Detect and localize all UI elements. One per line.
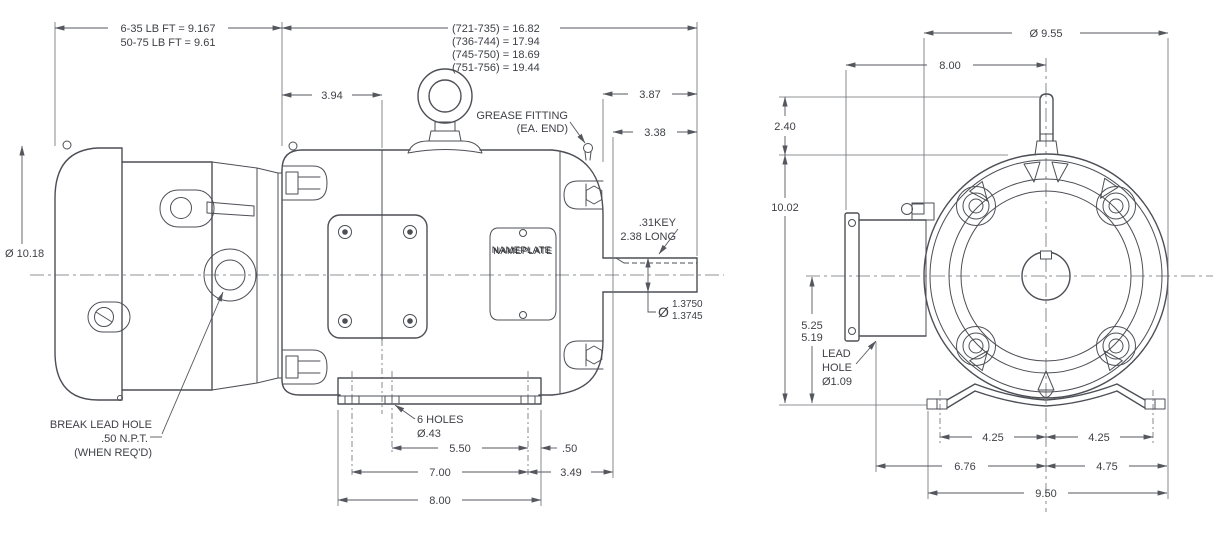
bolt-lug bbox=[957, 187, 996, 226]
tie-rod-lug-front-bottom bbox=[283, 350, 327, 384]
end-dimensions: Ø 9.55 8.00 2.40 10.02 5.25 5.19 LEAD HO… bbox=[771, 28, 1169, 500]
bolt-lug bbox=[957, 327, 996, 366]
dim-frame-length-745: (745-750) = 18.69 bbox=[452, 49, 540, 61]
dim-frame-length-721: (721-735) = 16.82 bbox=[452, 23, 540, 35]
conduit-box bbox=[845, 203, 934, 341]
dim-525: 5.25 bbox=[801, 320, 822, 332]
tie-rod-lug-rear-bottom bbox=[564, 341, 603, 369]
dim-700: 7.00 bbox=[429, 467, 450, 479]
dim-676: 6.76 bbox=[954, 461, 975, 473]
grease-fitting bbox=[584, 144, 593, 161]
dim-394: 3.94 bbox=[321, 90, 342, 102]
eyebolt-stud bbox=[1035, 94, 1058, 155]
side-view: NAMEPLATE NAMEPLATE bbox=[5, 22, 724, 507]
vent-fitting bbox=[902, 204, 925, 215]
label-lead-hole: HOLE bbox=[822, 362, 852, 374]
dim-c-face-length: 6-35 LB FT = 9.167 bbox=[121, 23, 216, 35]
bolt-lug bbox=[1097, 327, 1136, 366]
nameplate: NAMEPLATE NAMEPLATE bbox=[490, 228, 556, 320]
dim-c-face-length-2: 50-75 LB FT = 9.61 bbox=[121, 37, 216, 49]
nameplate-text: NAMEPLATE bbox=[493, 246, 553, 257]
dim-519: 5.19 bbox=[801, 332, 822, 344]
brake-release-lever bbox=[160, 190, 254, 227]
nameplate-text-overstrike: NAMEPLATE bbox=[492, 245, 552, 256]
brake-screw bbox=[88, 302, 130, 332]
shaft-end bbox=[1022, 251, 1070, 300]
label-key-size: .31KEY bbox=[639, 217, 677, 229]
tie-rod-lug-front-top bbox=[283, 166, 327, 200]
foot-hole bbox=[345, 396, 535, 404]
label-lead: LEAD bbox=[822, 348, 851, 360]
brake-end-cover bbox=[55, 141, 123, 401]
label-6-holes: 6 HOLES bbox=[417, 414, 463, 426]
end-view: Ø 9.55 8.00 2.40 10.02 5.25 5.19 LEAD HO… bbox=[771, 28, 1213, 512]
dim-338: 3.38 bbox=[644, 127, 665, 139]
label-break-npt: .50 N.P.T. bbox=[101, 433, 148, 445]
label-grease-fitting-2: (EA. END) bbox=[517, 123, 568, 135]
dim-800-side: 8.00 bbox=[429, 495, 450, 507]
dim-550: 5.50 bbox=[449, 443, 470, 455]
dim-387: 3.87 bbox=[639, 89, 660, 101]
cover-screw bbox=[339, 226, 417, 328]
label-key-length: 2.38 LONG bbox=[620, 231, 676, 243]
shaft-dia-symbol: Ø bbox=[658, 304, 669, 320]
brake-lead-hole bbox=[204, 249, 256, 301]
bolt-lug bbox=[1097, 187, 1136, 226]
dim-frame-length-736: (736-744) = 17.94 bbox=[452, 36, 540, 48]
label-lead-dia: Ø1.09 bbox=[822, 376, 852, 388]
conduit-box-cover bbox=[328, 215, 427, 338]
motor-frame: NAMEPLATE NAMEPLATE bbox=[282, 69, 603, 414]
dim-50: .50 bbox=[562, 443, 577, 455]
dim-950: 9.50 bbox=[1035, 488, 1056, 500]
dim-475: 4.75 bbox=[1096, 461, 1117, 473]
label-grease-fitting: GREASE FITTING bbox=[476, 110, 568, 122]
dim-frame-length-751: (751-756) = 19.44 bbox=[452, 62, 540, 74]
side-dimensions: 6-35 LB FT = 9.167 50-75 LB FT = 9.61 (7… bbox=[5, 22, 703, 507]
tie-rod-lug-rear-top bbox=[564, 181, 603, 209]
dim-425-left: 4.25 bbox=[982, 432, 1003, 444]
dim-800-end: 8.00 bbox=[939, 60, 960, 72]
label-break-when-reqd: (WHEN REQ'D) bbox=[74, 447, 152, 459]
shaft-dia-lower: 1.3745 bbox=[672, 311, 703, 322]
dim-dia-955: Ø 9.55 bbox=[1029, 28, 1062, 40]
dim-349: 3.49 bbox=[560, 467, 581, 479]
mounting-feet-end bbox=[927, 384, 1165, 409]
dim-425-right: 4.25 bbox=[1088, 432, 1109, 444]
label-hole-dia: Ø.43 bbox=[417, 428, 441, 440]
dim-dia-1018: Ø 10.18 bbox=[5, 248, 44, 260]
label-break-lead-hole: BREAK LEAD HOLE bbox=[50, 419, 152, 431]
brake-body bbox=[88, 162, 282, 390]
mounting-foot-side bbox=[338, 371, 541, 478]
through-bolt-lugs bbox=[957, 187, 1136, 366]
dim-240: 2.40 bbox=[774, 121, 795, 133]
dim-1002: 10.02 bbox=[771, 202, 799, 214]
shaft-dia-upper: 1.3750 bbox=[672, 299, 703, 310]
lifting-eyebolt bbox=[408, 69, 482, 153]
